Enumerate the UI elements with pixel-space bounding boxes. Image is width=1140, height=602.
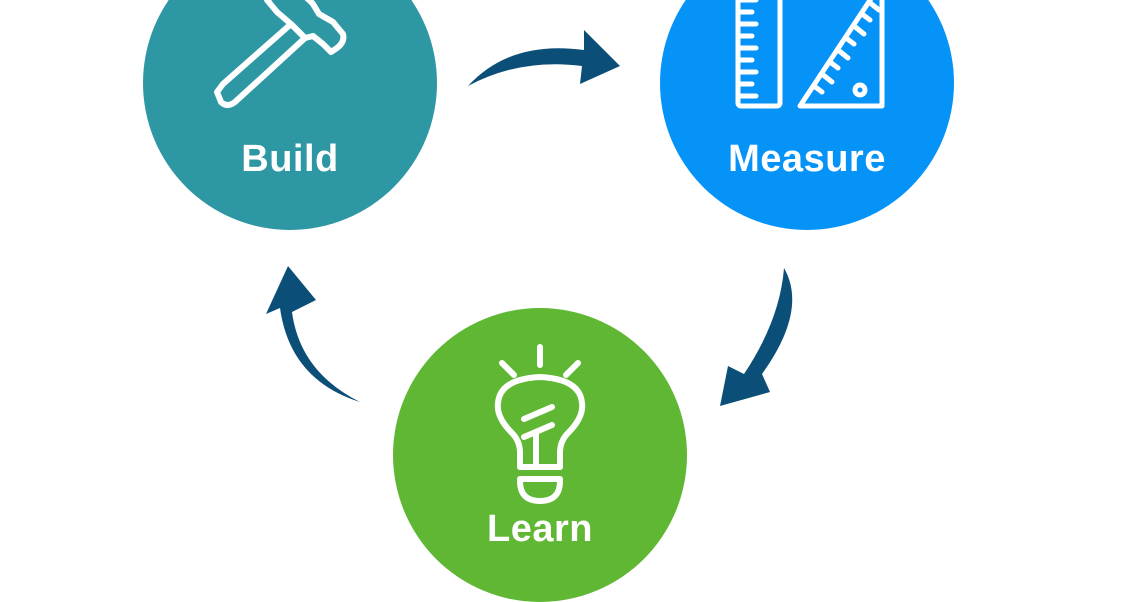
lightbulb-icon [490,341,590,511]
cycle-arrows [266,30,793,406]
build-label: Build [241,138,339,180]
arrow-build-to-measure [468,30,620,86]
arrow-measure-to-learn [720,268,793,406]
build-measure-learn-diagram: Build [143,0,954,602]
hammer-icon [205,0,365,122]
arrow-learn-to-build [266,266,360,402]
ruler-and-triangle-icon [734,0,890,116]
measure-label: Measure [728,138,886,180]
build-node: Build [143,0,437,230]
measure-node: Measure [660,0,954,230]
